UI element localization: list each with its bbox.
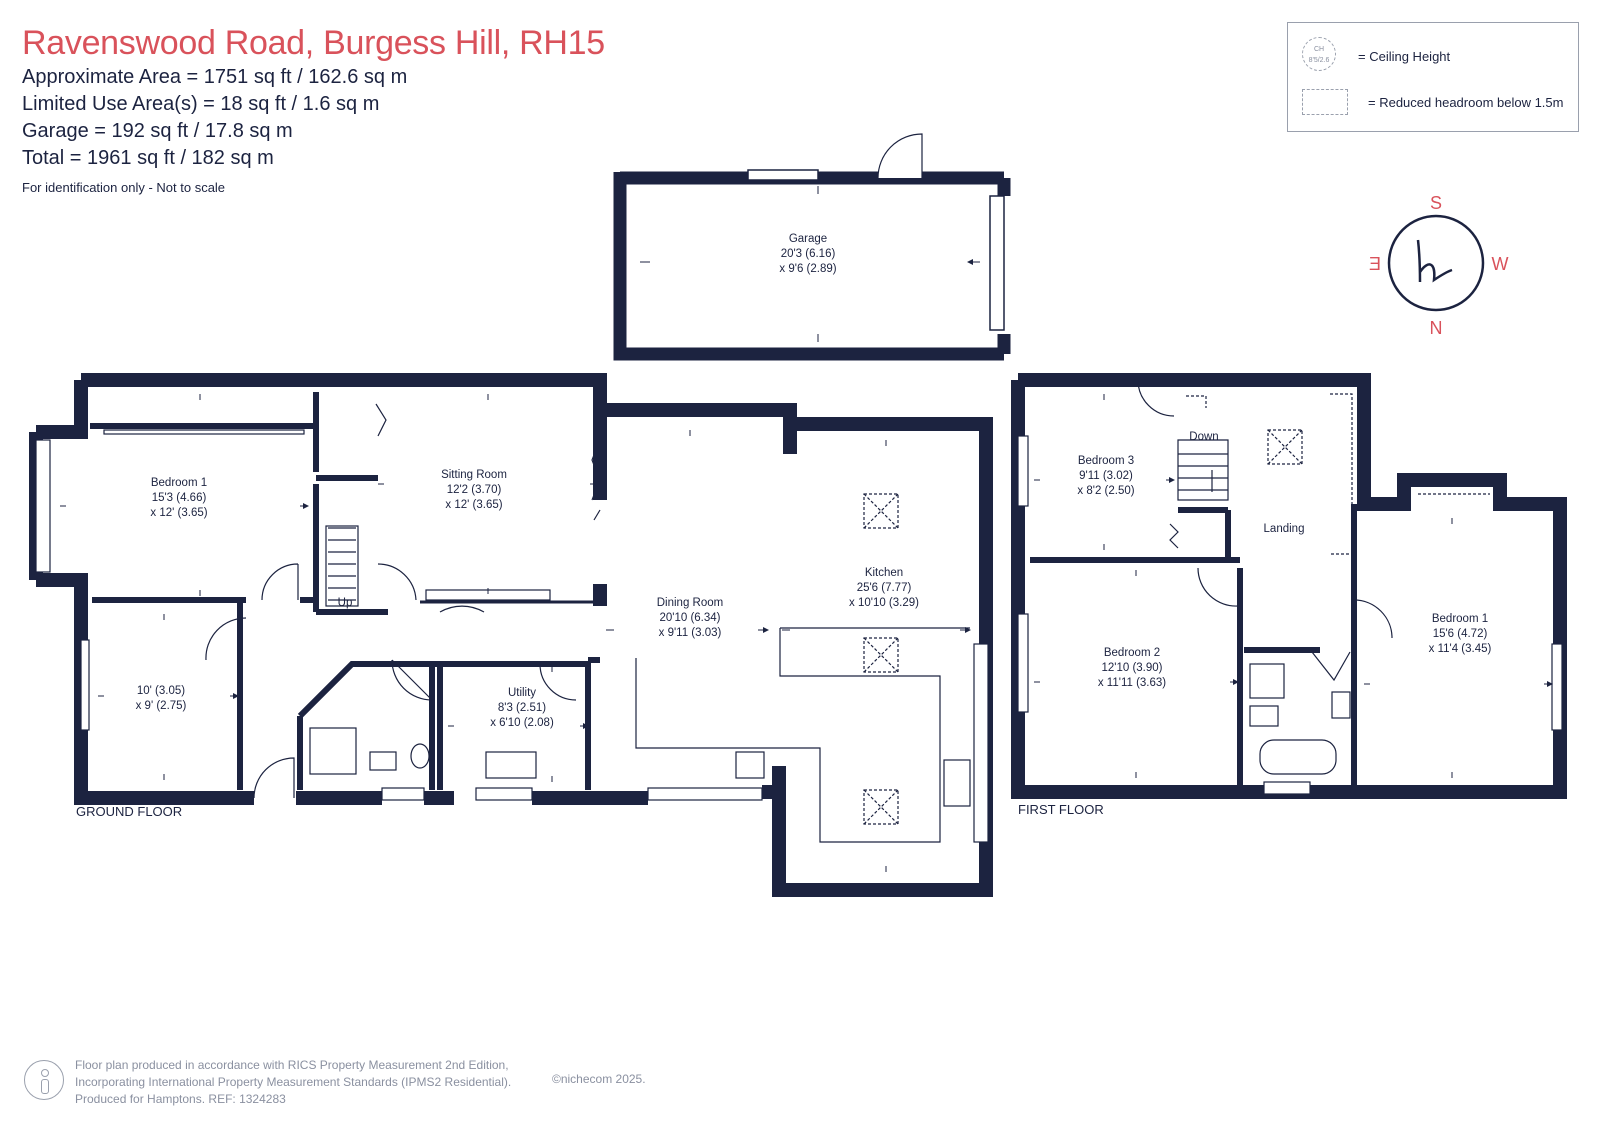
compass-s: S xyxy=(1430,193,1442,213)
gf-room-dim1: 10' (3.05) xyxy=(137,685,185,697)
ff-bedroom2-label: Bedroom 2 xyxy=(1104,647,1160,659)
garage-area: Garage = 192 sq ft / 17.8 sq m xyxy=(22,120,293,142)
ff-bedroom1-dim2: x 11'4 (3.45) xyxy=(1429,643,1492,655)
compass: S N E W xyxy=(1369,193,1509,338)
garage-dim2: x 9'6 (2.89) xyxy=(779,263,836,275)
ff-stair-label: Down xyxy=(1189,431,1218,443)
approximate-area: Approximate Area = 1751 sq ft / 162.6 sq… xyxy=(22,66,408,88)
gf-room-dim2: x 9' (2.75) xyxy=(136,700,187,712)
sitting-room-dim1: 12'2 (3.70) xyxy=(447,484,502,496)
compass-n: N xyxy=(1430,318,1443,338)
dining-room-dim2: x 9'11 (3.03) xyxy=(659,627,722,639)
dining-room-label: Dining Room xyxy=(657,597,723,609)
ff-bedroom1-label: Bedroom 1 xyxy=(1432,613,1488,625)
utility-dim1: 8'3 (2.51) xyxy=(498,702,546,714)
utility-dim2: x 6'10 (2.08) xyxy=(490,717,554,729)
property-title: Ravenswood Road, Burgess Hill, RH15 xyxy=(22,24,605,62)
legend-reduced-label: = Reduced headroom below 1.5m xyxy=(1368,95,1564,110)
compass-w: W xyxy=(1492,254,1509,274)
utility-label: Utility xyxy=(508,687,536,699)
gf-bedroom1-dim1: 15'3 (4.66) xyxy=(152,492,207,504)
first-floor-walls xyxy=(1011,373,1567,799)
footer-line1: Floor plan produced in accordance with R… xyxy=(75,1058,509,1072)
compass-ring-icon xyxy=(1387,214,1485,312)
gf-stair-label: Up xyxy=(338,597,353,609)
total-area: Total = 1961 sq ft / 182 sq m xyxy=(22,147,274,169)
first-floor-details xyxy=(1017,379,1563,795)
legend-ceiling-label: = Ceiling Height xyxy=(1358,49,1451,64)
garage-label: Garage xyxy=(789,233,827,245)
garage-dim1: 20'3 (6.16) xyxy=(781,248,836,260)
ff-bedroom3-label: Bedroom 3 xyxy=(1078,455,1134,467)
footer-line2: Incorporating International Property Mea… xyxy=(75,1075,512,1089)
ff-bedroom2-dim2: x 11'11 (3.63) xyxy=(1098,677,1166,689)
limited-use-area: Limited Use Area(s) = 18 sq ft / 1.6 sq … xyxy=(22,93,380,115)
scale-note: For identification only - Not to scale xyxy=(22,180,226,195)
kitchen-label: Kitchen xyxy=(865,567,903,579)
dining-room-dim1: 20'10 (6.34) xyxy=(659,612,720,624)
first-floor-dimension-arrows xyxy=(1034,394,1550,778)
sitting-room-label: Sitting Room xyxy=(441,469,507,481)
garage xyxy=(613,133,1011,361)
room-labels: Garage 20'3 (6.16) x 9'6 (2.89) Bedroom … xyxy=(76,233,1492,819)
kitchen-dim2: x 10'10 (3.29) xyxy=(849,597,919,609)
ff-bedroom3-dim2: x 8'2 (2.50) xyxy=(1077,485,1134,497)
ff-bedroom2-dim1: 12'10 (3.90) xyxy=(1101,662,1162,674)
footer-line3: Produced for Hamptons. REF: 1324283 xyxy=(75,1092,286,1106)
reduced-headroom-icon xyxy=(1302,89,1348,115)
compass-e: E xyxy=(1369,254,1381,274)
kitchen-dim1: 25'6 (7.77) xyxy=(857,582,912,594)
ground-floor-details xyxy=(35,403,989,843)
first-floor-label: FIRST FLOOR xyxy=(1018,802,1104,817)
ground-floor-dimension-arrows xyxy=(60,394,968,872)
compass-logo-icon xyxy=(1416,239,1453,283)
gf-bedroom1-dim2: x 12' (3.65) xyxy=(150,507,207,519)
rics-person-icon xyxy=(24,1060,64,1100)
gf-bedroom1-label: Bedroom 1 xyxy=(151,477,207,489)
sitting-room-dim2: x 12' (3.65) xyxy=(445,499,502,511)
ff-bedroom1-dim1: 15'6 (4.72) xyxy=(1433,628,1488,640)
landing-label: Landing xyxy=(1264,523,1305,535)
ground-floor-label: GROUND FLOOR xyxy=(76,804,182,819)
ff-bedroom3-dim1: 9'11 (3.02) xyxy=(1079,470,1133,482)
copyright: ©nichecom 2025. xyxy=(552,1072,646,1086)
